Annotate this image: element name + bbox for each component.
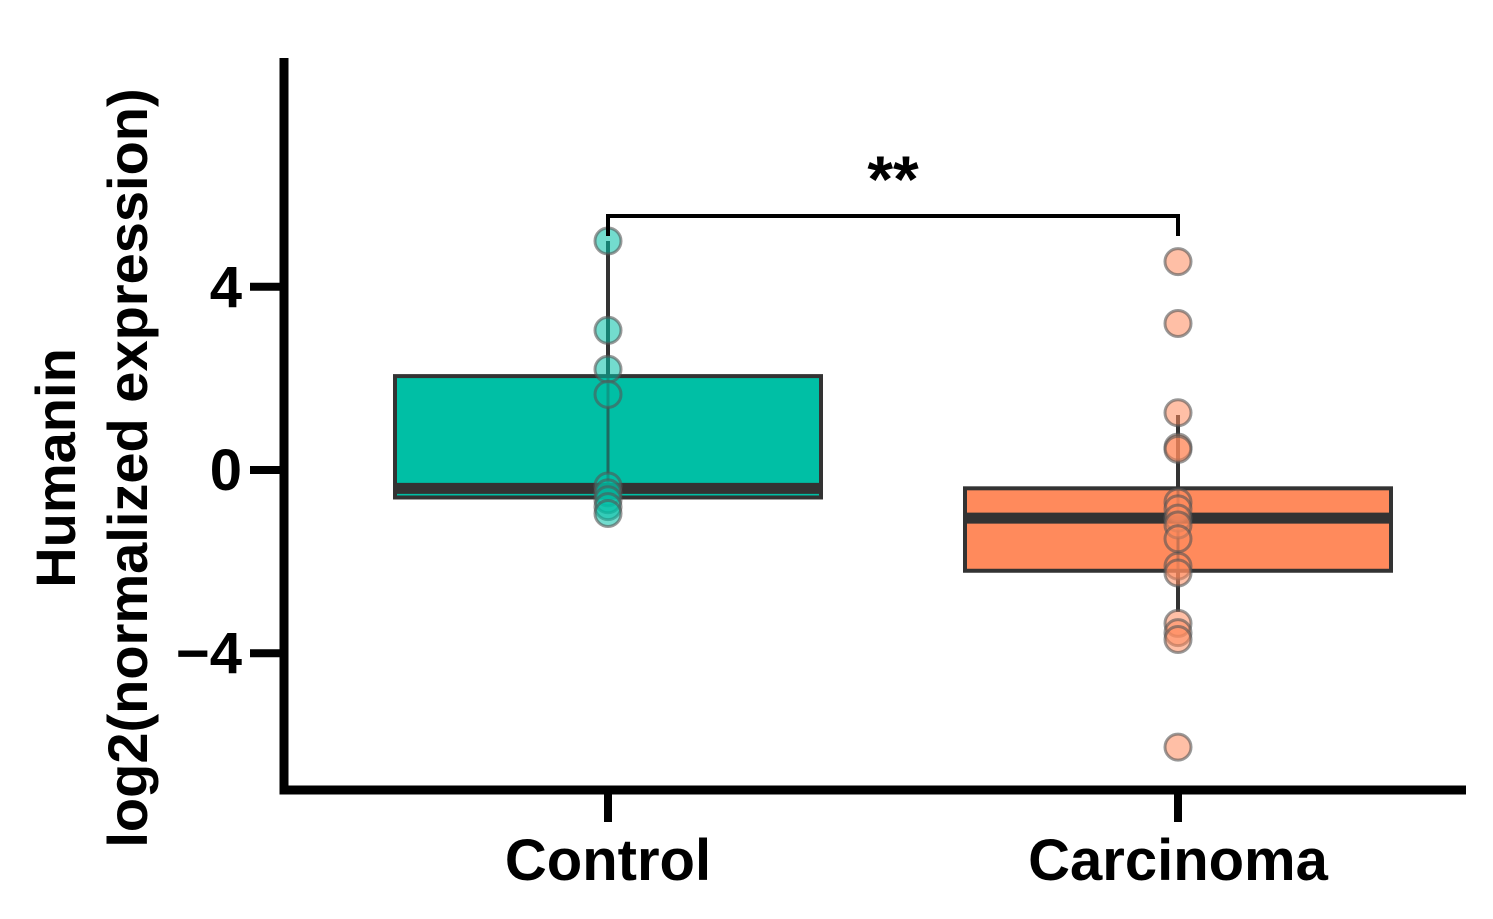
data-point [593, 315, 623, 345]
data-point [1163, 624, 1193, 654]
data-point [1163, 308, 1193, 338]
y-tick-label: 0 [210, 438, 242, 503]
y-tick-label: 4 [210, 255, 242, 320]
significance-label: ** [867, 142, 919, 216]
significance-bracket [606, 214, 1180, 236]
x-tick-label: Control [505, 828, 711, 893]
data-point [593, 499, 623, 529]
data-point [1163, 732, 1193, 762]
data-point [1163, 558, 1193, 588]
data-point [593, 379, 623, 409]
data-point [1163, 434, 1193, 464]
y-axis-label-line2: log2(normalized expression) [96, 88, 159, 847]
data-point [1163, 524, 1193, 554]
data-point [1163, 247, 1193, 277]
y-axis-label: Humanin log2(normalized expression) [24, 88, 159, 847]
y-axis-label-line1: Humanin [24, 348, 87, 588]
data-point [593, 354, 623, 384]
data-point [1163, 398, 1193, 428]
x-tick-label: Carcinoma [1028, 828, 1329, 893]
y-tick-label: −4 [176, 621, 242, 686]
